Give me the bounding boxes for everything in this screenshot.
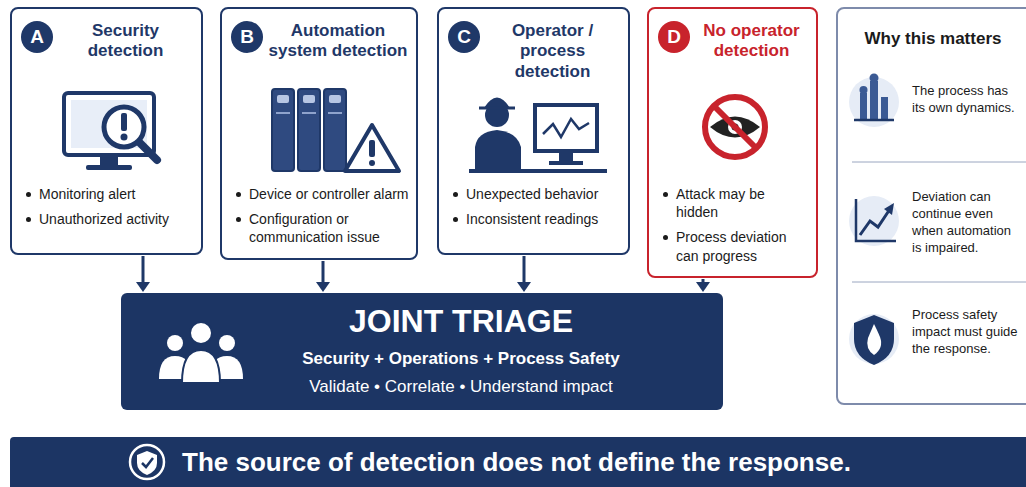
down-arrow <box>517 256 531 292</box>
badge-letter: D <box>658 21 690 53</box>
bullet-text: Configuration or communication issue <box>249 210 410 246</box>
letter-badge: C <box>448 21 480 53</box>
why-panel: Why this mattersThe process has its own … <box>836 7 1026 405</box>
summary-banner: The source of detection does not define … <box>10 437 1026 487</box>
card-heading: Security detection <box>56 21 195 62</box>
badge-letter: A <box>21 21 53 53</box>
bullet-text: Attack may be hidden <box>676 185 810 221</box>
bullet-dot <box>453 192 458 197</box>
bullet-dot <box>236 192 241 197</box>
bullet-text: Device or controller alarm <box>249 185 409 203</box>
reason-text: The process has its own dynamics. <box>912 83 1022 117</box>
triage-box: JOINT TRIAGE Security + Operations + Proc… <box>121 293 723 410</box>
detection-card: Security detectionMonitoring alertUnauth… <box>10 7 203 255</box>
badge-letter: C <box>448 21 480 53</box>
down-arrow <box>136 256 150 292</box>
banner-text: The source of detection does not define … <box>182 445 1022 479</box>
bullet-dot <box>663 235 668 240</box>
detection-card: Operator / process detectionUnexpected b… <box>437 7 630 255</box>
bullet-text: Process deviation can progress <box>676 228 810 264</box>
bullet-dot <box>236 217 241 222</box>
badge-letter: B <box>231 21 263 53</box>
letter-badge: A <box>21 21 53 53</box>
bullet-text: Unauthorized activity <box>39 210 169 228</box>
bullet-text: Monitoring alert <box>39 185 136 203</box>
triage-line: Security + Operations + Process Safety <box>251 347 671 371</box>
detection-card: No operator detectionAttack may be hidde… <box>647 7 818 278</box>
letter-badge: B <box>231 21 263 53</box>
card-heading: Automation system detection <box>266 21 410 62</box>
card-heading: No operator detection <box>693 21 810 62</box>
down-arrow <box>696 279 710 292</box>
bullet-dot <box>663 192 668 197</box>
bullet-text: Inconsistent readings <box>466 210 598 228</box>
triage-line: Validate • Correlate • Understand impact <box>251 375 671 399</box>
down-arrow <box>316 261 330 292</box>
letter-badge: D <box>658 21 690 53</box>
panel-heading: Why this matters <box>838 29 1026 49</box>
bullet-text: Unexpected behavior <box>466 185 598 203</box>
reason-text: Process safety impact must guide the res… <box>912 307 1022 358</box>
card-heading: Operator / process detection <box>483 21 622 82</box>
bullet-dot <box>26 192 31 197</box>
triage-title: JOINT TRIAGE <box>251 301 671 341</box>
bullet-dot <box>26 217 31 222</box>
bullet-dot <box>453 217 458 222</box>
reason-text: Deviation can continue even when automat… <box>912 189 1022 257</box>
detection-card: Automation system detectionDevice or con… <box>220 7 418 260</box>
